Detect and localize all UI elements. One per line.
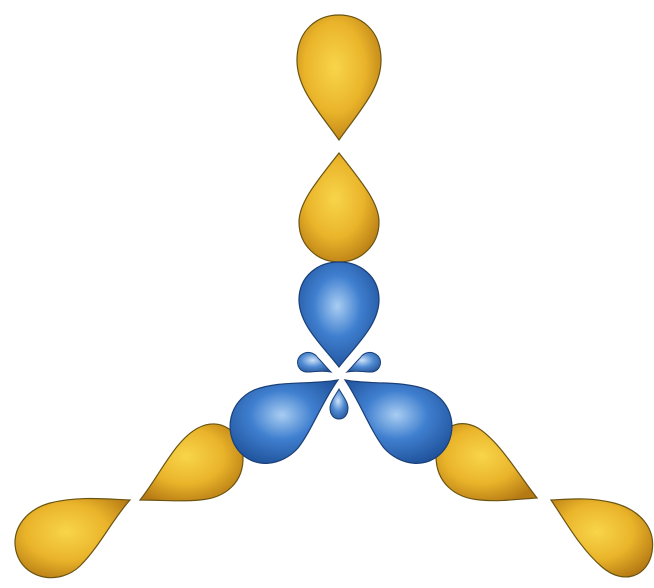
nodal-lobe-bottom [330,389,348,419]
outer-lobe-lower-right-far [551,499,653,577]
outer-lobe-lower-left-near [140,424,243,501]
lobe-group-top [297,15,381,367]
outer-lobe-lower-left-far [15,499,130,578]
inner-lobe-top [299,262,379,367]
inner-lobe-lower-left [230,380,338,463]
lobe-group-lower-left [15,380,338,578]
inner-lobe-lower-right [345,380,452,463]
lobe-group-lower-right [345,380,653,577]
nodal-lobe-upper-right [347,352,380,372]
outer-lobe-top-far [297,15,381,140]
nodal-lobe-upper-left [298,352,331,372]
outer-lobe-top-near [299,153,379,262]
